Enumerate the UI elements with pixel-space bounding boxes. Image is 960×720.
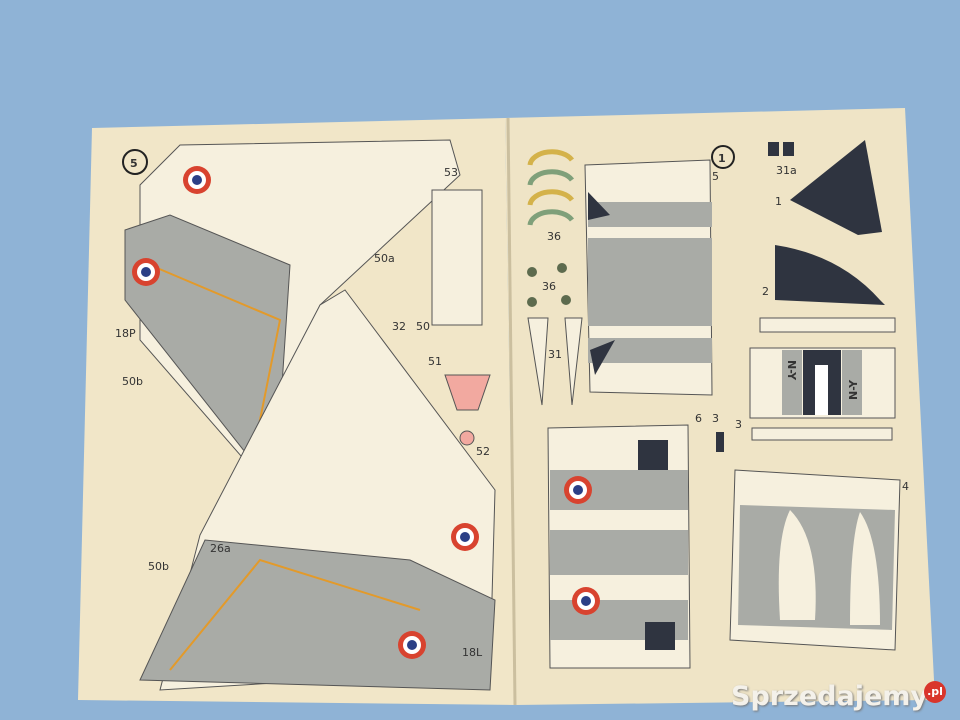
part-2 bbox=[775, 245, 885, 305]
label-26a: 26a bbox=[210, 542, 231, 555]
registration-right: N-Y bbox=[847, 379, 860, 400]
label-51: 51 bbox=[428, 355, 442, 368]
part-3-tail: N-Y N-Y bbox=[749, 347, 896, 419]
label-36-mid: 36 bbox=[542, 280, 556, 293]
label-2: 2 bbox=[762, 285, 769, 298]
part-52 bbox=[459, 430, 475, 446]
upper-wing-part bbox=[124, 139, 461, 497]
label-4: 4 bbox=[902, 480, 909, 493]
label-31: 31 bbox=[548, 348, 562, 361]
label-32: 32 bbox=[392, 320, 406, 333]
label-50a: 50a bbox=[374, 252, 395, 265]
label-18P: 18P bbox=[115, 327, 136, 340]
part-4-fuselage bbox=[729, 469, 901, 651]
watermark-brand: Sprzedajemy bbox=[731, 681, 928, 712]
left-sheet-number: 5 bbox=[130, 157, 138, 170]
part-51 bbox=[444, 374, 491, 411]
label-36-top: 36 bbox=[547, 230, 561, 243]
sheet-number-circle bbox=[122, 149, 148, 175]
label-31a: 31a bbox=[776, 164, 797, 177]
part-6-fuselage bbox=[547, 424, 691, 669]
label-50b-bottom: 50b bbox=[148, 560, 169, 573]
label-53: 53 bbox=[444, 166, 458, 179]
part-31 bbox=[527, 317, 583, 406]
watermark-logo: Sprzedajemy.pl bbox=[731, 681, 946, 712]
label-6: 6 bbox=[695, 412, 702, 425]
label-50: 50 bbox=[416, 320, 430, 333]
part-36-stripes bbox=[527, 149, 575, 226]
label-3-small: 3 bbox=[712, 412, 719, 425]
label-52: 52 bbox=[476, 445, 490, 458]
registration-left: N-Y bbox=[785, 360, 798, 381]
right-sheet-number: 1 bbox=[718, 152, 726, 165]
label-3: 3 bbox=[735, 418, 742, 431]
label-18L: 18L bbox=[462, 646, 483, 659]
roundels bbox=[132, 166, 479, 659]
label-1: 1 bbox=[775, 195, 782, 208]
label-5: 5 bbox=[712, 170, 719, 183]
part-5-fuselage bbox=[584, 159, 713, 396]
right-sheet-number-circle bbox=[711, 145, 735, 169]
part-50 bbox=[431, 189, 483, 326]
label-50b-top: 50b bbox=[122, 375, 143, 388]
part-36-wheels bbox=[527, 263, 571, 307]
part-1 bbox=[790, 140, 882, 235]
watermark-tld: .pl bbox=[924, 681, 946, 703]
